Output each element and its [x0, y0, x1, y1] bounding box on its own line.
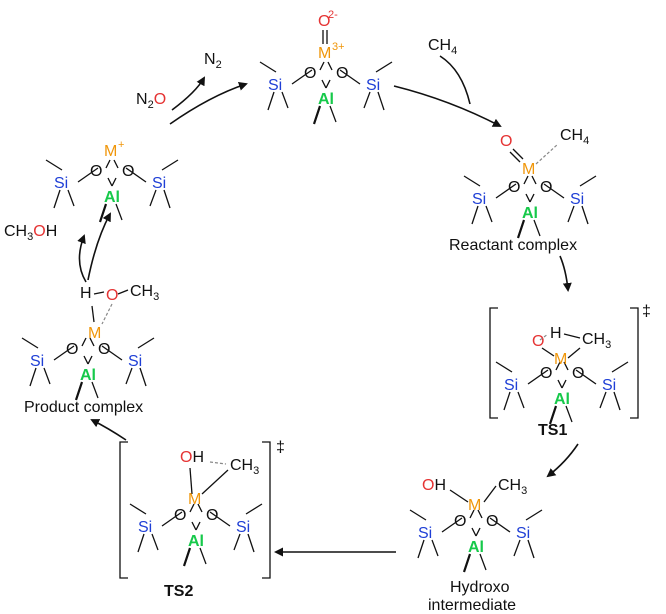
metal-label: M [468, 497, 481, 514]
silicon-left: Si [504, 377, 518, 394]
oxo-oxygen-label: O [318, 13, 330, 30]
ts1-oxygen-label: O [532, 333, 544, 350]
n2o-label: N2O [136, 91, 166, 111]
ts2-methyl-label: CH3 [230, 457, 259, 477]
ts2-bracket-right [262, 441, 271, 579]
methane-label: CH4 [560, 127, 589, 147]
metal-label: M [104, 143, 117, 160]
bridge-oxygen-left: O [174, 507, 186, 524]
metal-label: M [88, 325, 101, 342]
product-methyl-label: CH3 [130, 283, 159, 303]
metal-label: M [554, 351, 567, 368]
arrow-to-ts1 [559, 255, 572, 292]
hydroxo-intermediate-structure: OH CH3 M O O Si Si Al [408, 477, 544, 574]
silicon-right: Si [236, 519, 250, 536]
hydroxo-oh-label: OH [422, 477, 446, 494]
reactant-complex-structure: O M CH4 O O Si Si Al [462, 127, 598, 240]
aluminum-label: Al [554, 391, 570, 408]
metal-label: M [522, 161, 535, 178]
aluminum-label: Al [188, 533, 204, 550]
silicon-right: Si [516, 525, 530, 542]
ts2-oh-label: OH [180, 449, 204, 466]
arrow-to-product-complex [90, 419, 127, 441]
product-complex-label: Product complex [24, 399, 143, 416]
oxo-metal-species: O 2- M 3+ O O Si Si Al [258, 9, 394, 126]
silicon-right: Si [570, 191, 584, 208]
bridge-oxygen-right: O [572, 365, 584, 382]
silicon-left: Si [30, 353, 44, 370]
arrow-to-reduced-metal [87, 212, 111, 281]
ts1-bracket-left [489, 307, 498, 419]
bridge-oxygen-left: O [304, 65, 316, 82]
n2-label: N2 [204, 51, 222, 71]
ts1-structure: O H CH3 M O O Si Si Al [494, 325, 630, 426]
product-oxygen-label: O [106, 287, 118, 304]
product-hydrogen-label: H [80, 285, 92, 302]
silicon-right: Si [366, 77, 380, 94]
metal-charge: 3+ [332, 41, 345, 53]
reduced-metal-species: M + O O Si Si Al [44, 139, 180, 224]
silicon-right: Si [602, 377, 616, 394]
metal-label: M [318, 45, 331, 62]
aluminum-label: Al [318, 91, 334, 108]
bridge-oxygen-right: O [206, 507, 218, 524]
arrow-activation [169, 81, 248, 125]
hydroxo-methyl-label: CH3 [498, 477, 527, 497]
bridge-oxygen-right: O [486, 513, 498, 530]
bridge-oxygen-left: O [540, 365, 552, 382]
bridge-oxygen-right: O [98, 341, 110, 358]
arrow-methanol-release [77, 234, 87, 283]
aluminum-label: Al [468, 539, 484, 556]
arrow-to-hydroxo [546, 443, 579, 478]
aluminum-label: Al [104, 189, 120, 206]
ts2-dagger: ‡ [276, 439, 285, 456]
bridge-oxygen-right: O [540, 179, 552, 196]
silicon-left: Si [268, 77, 282, 94]
reactant-complex-label: Reactant complex [449, 237, 577, 254]
ts1-dagger: ‡ [642, 303, 651, 320]
silicon-right: Si [152, 175, 166, 192]
oxo-charge: 2- [328, 9, 338, 21]
ts1-methyl-label: CH3 [582, 331, 611, 351]
methanol-label: CH3OH [4, 223, 57, 243]
bridge-oxygen-left: O [90, 163, 102, 180]
silicon-left: Si [138, 519, 152, 536]
ts1-hydrogen-label: H [550, 325, 562, 342]
bridge-oxygen-left: O [66, 341, 78, 358]
hydroxo-label-line2: intermediate [428, 597, 516, 614]
silicon-right: Si [128, 353, 142, 370]
bridge-oxygen-right: O [122, 163, 134, 180]
arrow-to-reactant-complex [393, 85, 502, 127]
ts2-bracket-left [119, 441, 128, 579]
arrow-ch4-in [439, 55, 471, 105]
arrow-n2-release [171, 76, 205, 111]
ts1-label: TS1 [538, 422, 567, 439]
ts1-bracket-right [630, 307, 639, 419]
methane-reactant-label: CH4 [428, 37, 457, 57]
oxo-oxygen-label: O [500, 133, 512, 150]
silicon-left: Si [418, 525, 432, 542]
silicon-left: Si [472, 191, 486, 208]
hydroxo-label-line1: Hydroxo [450, 579, 510, 596]
metal-charge: + [118, 139, 124, 151]
aluminum-label: Al [80, 367, 96, 384]
ts2-label: TS2 [164, 583, 193, 600]
bridge-oxygen-left: O [454, 513, 466, 530]
metal-label: M [188, 491, 201, 508]
aluminum-label: Al [522, 205, 538, 222]
product-complex-structure: H O CH3 M O O Si Si Al [20, 283, 159, 402]
bridge-oxygen-left: O [508, 179, 520, 196]
ts2-structure: OH CH3 M O O Si Si Al [128, 449, 264, 568]
bridge-oxygen-right: O [336, 65, 348, 82]
silicon-left: Si [54, 175, 68, 192]
